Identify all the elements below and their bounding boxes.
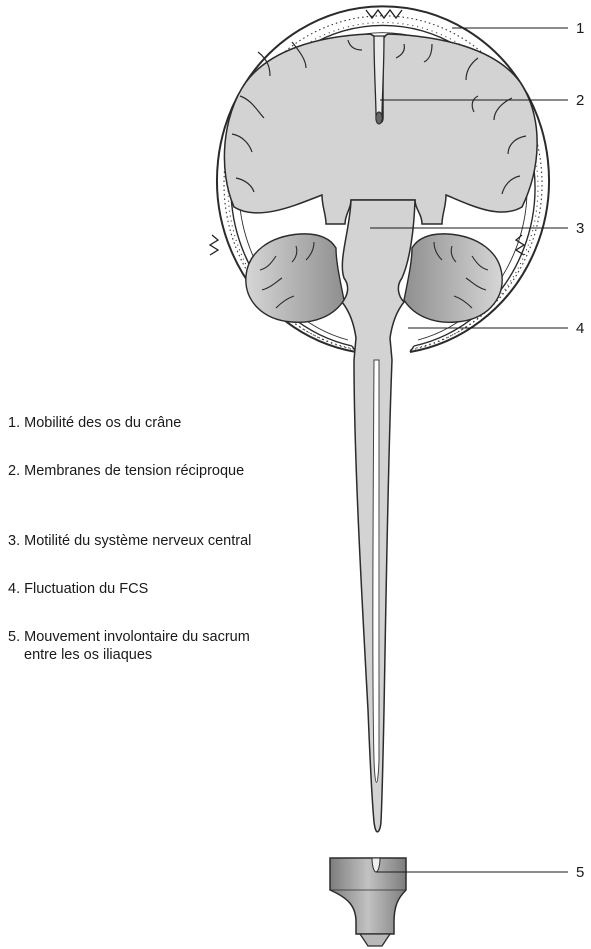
legend-text-1: 1. Mobilité des os du crâne (8, 415, 181, 431)
sacrum (330, 858, 406, 946)
sacrum-base (330, 858, 406, 934)
legend-item-2: 2. Membranes de tension réciproque (8, 462, 244, 480)
legend-item-4: 4. Fluctuation du FCS (8, 580, 148, 598)
central-canal (373, 360, 380, 783)
legend-item-3: 3. Motilité du système nerveux central (8, 532, 251, 550)
legend-text-5-continuation: entre les os iliaques (8, 646, 250, 664)
legend-text-2: 2. Membranes de tension réciproque (8, 463, 244, 479)
falx-cerebri (374, 36, 384, 122)
left-lambdoid-suture (210, 235, 218, 255)
callout-1: 1 (576, 20, 584, 37)
legend-text-5: 5. Mouvement involontaire du sacrum (8, 629, 250, 645)
callout-4: 4 (576, 320, 584, 337)
legend-item-1: 1. Mobilité des os du crâne (8, 414, 181, 432)
cerebellum-right (404, 234, 502, 322)
legend-item-5: 5. Mouvement involontaire du sacrum entr… (8, 628, 250, 664)
callout-2: 2 (576, 92, 584, 109)
sagittal-suture (366, 10, 402, 18)
callout-3: 3 (576, 220, 584, 237)
callout-5: 5 (576, 864, 584, 881)
legend-text-3: 3. Motilité du système nerveux central (8, 533, 251, 549)
cerebellum-left (246, 234, 344, 322)
coccyx (360, 934, 390, 946)
legend-text-4: 4. Fluctuation du FCS (8, 581, 148, 597)
